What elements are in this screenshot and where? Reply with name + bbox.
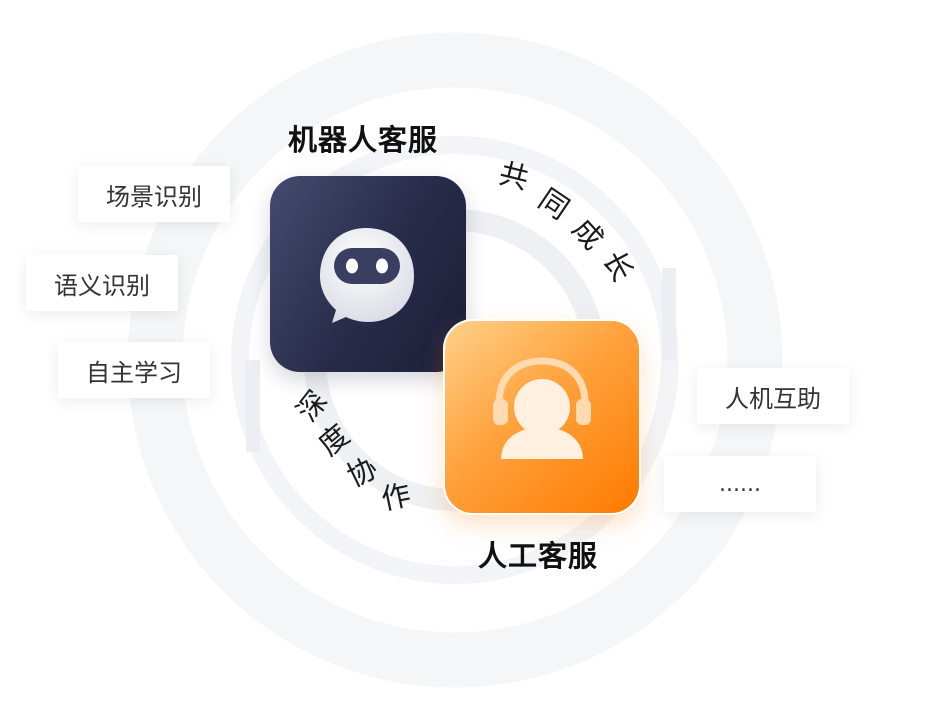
human-service-title: 人工客服 xyxy=(478,539,599,573)
feature-tag-semantic-recognition: 语义识别 xyxy=(26,255,178,311)
feature-tag-self-learning: 自主学习 xyxy=(58,342,210,398)
human-service-card xyxy=(443,319,641,515)
feature-tag-scene-recognition: 场景识别 xyxy=(78,166,230,222)
feature-tag-human-machine-assist: 人机互助 xyxy=(697,368,849,424)
robot-service-card xyxy=(270,176,466,372)
robot-service-title: 机器人客服 xyxy=(288,123,439,157)
headset-agent-icon xyxy=(493,357,591,459)
arc-bottom-char: 作 xyxy=(378,477,414,517)
feature-tag-more: ...... xyxy=(664,456,816,512)
robot-chat-icon xyxy=(320,228,414,323)
